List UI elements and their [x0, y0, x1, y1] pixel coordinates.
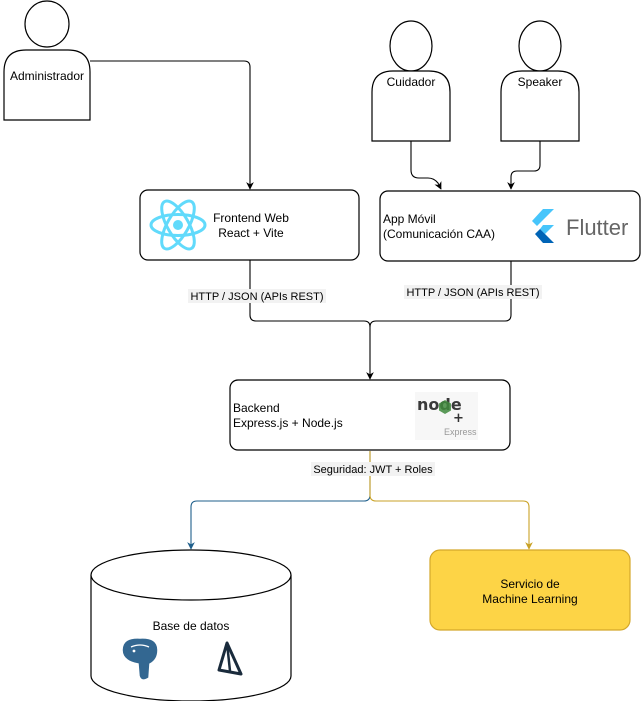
- database-node: Base de datos: [90, 549, 292, 701]
- actor-label: Administrador: [10, 69, 84, 83]
- react-logo-icon: [149, 199, 207, 251]
- database-label: Base de datos: [153, 619, 230, 633]
- node-express-logo-icon: node + Express: [415, 392, 478, 440]
- frontend-web-node: Frontend Web React + Vite: [139, 189, 360, 261]
- frontend-title: Frontend Web: [213, 211, 289, 225]
- flutter-wordmark: Flutter: [566, 215, 628, 240]
- edge-admin-frontend: [90, 60, 254, 190]
- ml-service-node: Servicio de Machine Learning: [429, 549, 631, 631]
- postgresql-logo-icon: [121, 637, 159, 681]
- actor-cuidador: Cuidador: [371, 20, 451, 142]
- express-wordmark: Express: [444, 427, 477, 437]
- app-movil-node: App Móvil (Comunicación CAA) Flutter: [379, 190, 641, 262]
- flutter-logo-icon: Flutter: [532, 209, 628, 243]
- backend-node: Backend Express.js + Node.js node + Expr…: [229, 379, 511, 451]
- svg-text:HTTP / JSON (APIs REST): HTTP / JSON (APIs REST): [190, 291, 323, 303]
- app-title: App Móvil: [383, 212, 436, 226]
- actor-speaker: Speaker: [500, 20, 580, 142]
- svg-text:+: +: [453, 411, 464, 426]
- edge-label-frontend-backend: HTTP / JSON (APIs REST): [188, 289, 326, 303]
- backend-subtitle: Express.js + Node.js: [233, 416, 343, 430]
- edge-app-backend: [369, 261, 512, 328]
- svg-text:HTTP / JSON (APIs REST): HTTP / JSON (APIs REST): [406, 287, 539, 299]
- edge-label-app-backend: HTTP / JSON (APIs REST): [404, 285, 542, 299]
- actor-label: Speaker: [518, 75, 563, 89]
- prisma-logo-icon: [217, 641, 243, 676]
- edge-frontend-backend: [249, 259, 374, 380]
- edge-backend-ml: [369, 451, 533, 550]
- edge-speaker-app: [507, 141, 541, 190]
- actor-administrador: Administrador: [3, 0, 91, 121]
- app-subtitle: (Comunicación CAA): [383, 227, 495, 241]
- person-icon: [3, 0, 91, 121]
- person-icon: [500, 20, 580, 142]
- ml-title: Servicio de: [500, 577, 560, 591]
- person-icon: [371, 20, 451, 142]
- actor-label: Cuidador: [387, 75, 436, 89]
- edge-label-security: Seguridad: JWT + Roles: [311, 462, 435, 476]
- svg-text:Seguridad: JWT + Roles: Seguridad: JWT + Roles: [313, 464, 433, 476]
- edge-cuidador-app: [410, 141, 442, 190]
- frontend-subtitle: React + Vite: [218, 226, 284, 240]
- ml-subtitle: Machine Learning: [482, 592, 577, 606]
- edge-backend-database: [187, 451, 371, 550]
- backend-title: Backend: [233, 401, 280, 415]
